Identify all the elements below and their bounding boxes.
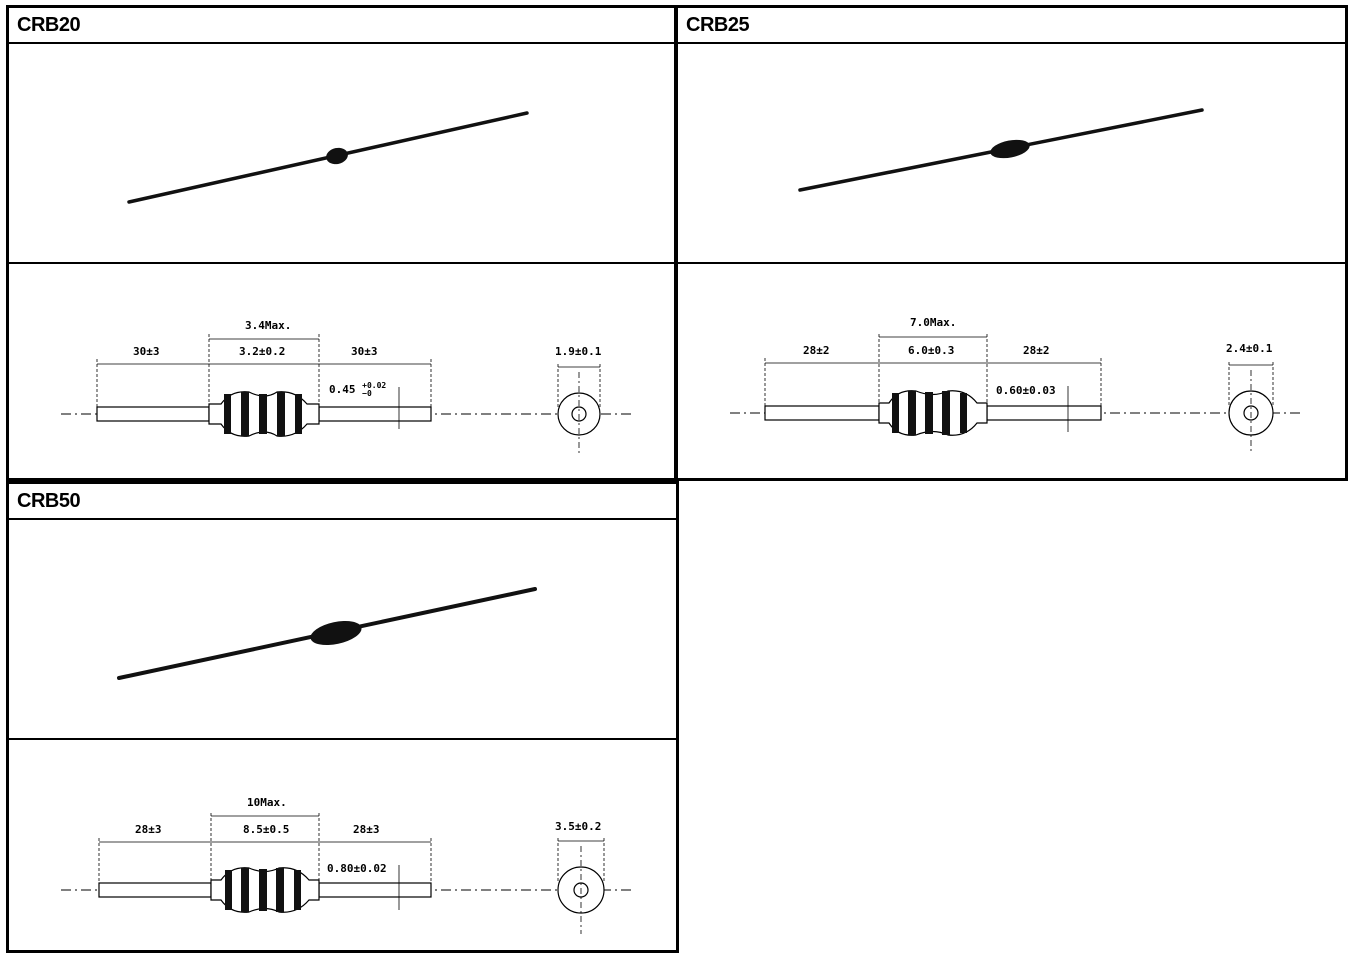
panel-crb50: CRB50	[6, 481, 679, 953]
dim-body-diameter: 2.4±0.1	[1226, 342, 1273, 355]
dim-lead-diameter-value: 0.45	[329, 383, 356, 396]
resistor-photo-area	[9, 44, 674, 264]
dim-body-length: 3.2±0.2	[239, 345, 286, 358]
resistor-photo	[127, 111, 529, 204]
dim-lead-right: 28±2	[1023, 344, 1050, 357]
dim-lead-left: 28±3	[135, 823, 162, 836]
dim-max-length: 10Max.	[247, 796, 287, 809]
dim-tol-plus: +0.02	[362, 381, 387, 390]
dim-body-diameter: 1.9±0.1	[555, 345, 602, 358]
panel-title: CRB25	[678, 8, 1345, 44]
dim-max-length: 7.0Max.	[910, 316, 957, 329]
dim-lead-left: 28±2	[803, 344, 830, 357]
resistor-photo-area	[678, 44, 1345, 264]
dim-lead-right: 30±3	[351, 345, 378, 358]
resistor-photo	[798, 108, 1204, 192]
dimension-drawing-svg	[61, 334, 634, 454]
dim-lead-diameter: 0.80±0.02	[327, 862, 387, 875]
dim-body-length: 8.5±0.5	[243, 823, 290, 836]
panel-title: CRB20	[9, 8, 674, 44]
dimension-drawing: 10Max. 28±3 8.5±0.5 28±3 0.80±0.02 3.5±0…	[9, 740, 676, 950]
resistor-photo-area	[9, 520, 676, 740]
panel-title: CRB50	[9, 484, 676, 520]
dimension-drawing-svg	[730, 334, 1300, 454]
dim-body-diameter: 3.5±0.2	[555, 820, 602, 833]
dim-lead-diameter: 0.45 +0.02 −0	[329, 382, 386, 398]
dim-lead-left: 30±3	[133, 345, 160, 358]
dim-tol-minus: −0	[362, 389, 372, 398]
dimension-drawing: 3.4Max. 30±3 3.2±0.2 30±3 0.45 +0.02 −0 …	[9, 264, 674, 478]
dim-lead-diameter: 0.60±0.03	[996, 384, 1056, 397]
dimension-drawing: 7.0Max. 28±2 6.0±0.3 28±2 0.60±0.03 2.4±…	[678, 264, 1345, 478]
panel-crb25: CRB25	[675, 5, 1348, 481]
dimension-drawing-svg	[61, 813, 631, 934]
dim-max-length: 3.4Max.	[245, 319, 292, 332]
panel-crb20: CRB20	[6, 5, 677, 481]
resistor-photo	[117, 587, 537, 680]
dim-body-length: 6.0±0.3	[908, 344, 955, 357]
dim-lead-right: 28±3	[353, 823, 380, 836]
